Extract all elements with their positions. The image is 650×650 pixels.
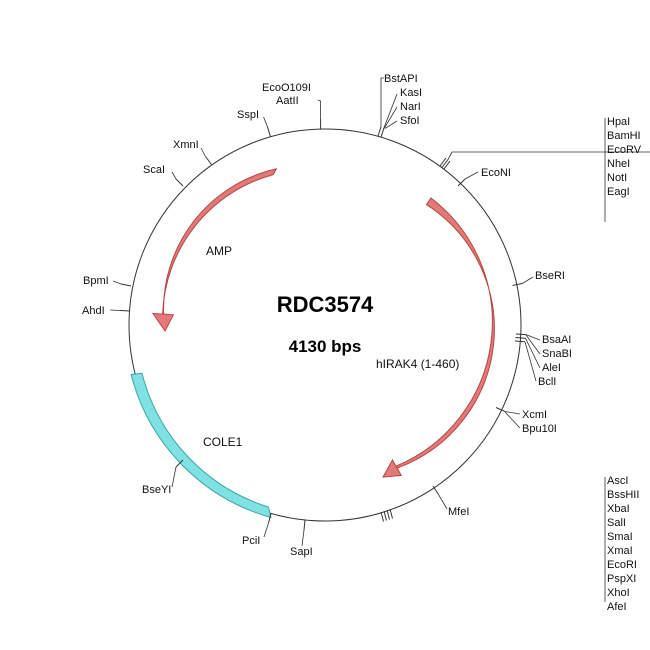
site-sali: SalI: [607, 517, 626, 529]
site-smai: SmaI: [607, 531, 633, 543]
site-aatii: AatII: [276, 95, 299, 107]
tick-scai: [175, 178, 184, 187]
site-hpai: HpaI: [607, 116, 630, 128]
site-econi: EcoNI: [481, 167, 511, 179]
hirak4-arrow: [382, 197, 495, 478]
lead-sspi: [263, 116, 268, 127]
site-afei: AfeI: [607, 601, 627, 613]
tick-mcs-b2: [383, 510, 387, 521]
site-nari: NarI: [400, 101, 421, 113]
site-bpu10i: Bpu10I: [522, 423, 557, 435]
site-sapi: SapI: [290, 546, 313, 558]
lead-snabi: [525, 334, 541, 355]
lead-xmni: [200, 147, 206, 157]
site-mfei: MfeI: [448, 506, 469, 518]
amp-label: AMP: [206, 244, 232, 258]
site-pspxi: PspXI: [607, 573, 636, 585]
tick-ahdi: [119, 310, 131, 312]
lead-bpu10i: [504, 411, 521, 429]
lead-mcs-top: [447, 151, 650, 160]
site-pcii: PciI: [242, 535, 260, 547]
lead-mfei: [438, 494, 448, 510]
site-sfoi: SfoI: [400, 115, 420, 127]
site-eagi: EagI: [607, 186, 630, 198]
tick-mcs-b4: [389, 508, 393, 519]
site-bsshii: BssHII: [607, 489, 639, 501]
site-ahdi: AhdI: [82, 305, 105, 317]
site-xcmi: XcmI: [522, 409, 547, 421]
tick-xcmi: [495, 407, 506, 412]
plasmid-backbone: [128, 128, 522, 522]
site-asci: AscI: [607, 475, 628, 487]
tick-xmni: [205, 156, 212, 165]
lead-ahdi: [109, 309, 121, 311]
tick-bseyi: [175, 459, 184, 468]
site-nhei: NheI: [607, 158, 630, 170]
site-xhoi: XhoI: [607, 587, 630, 599]
site-bcli: BclI: [538, 376, 556, 388]
tick-bpmi: [120, 283, 132, 287]
tick-sapi: [303, 519, 306, 531]
lead-sfoi: [384, 120, 398, 129]
site-ecori: EcoRI: [607, 559, 637, 571]
site-ecorv: EcoRV: [607, 144, 642, 156]
lead-econi: [464, 171, 479, 180]
lead-alei: [525, 338, 541, 369]
plasmid-size: 4130 bps: [289, 337, 362, 356]
site-bstapi: BstAPI: [384, 73, 418, 85]
tick-alei: [515, 337, 526, 339]
cole1-region: [130, 372, 272, 519]
lead-bseyi: [171, 466, 177, 488]
tick-bstapi: [377, 126, 382, 137]
tick-kasi: [380, 127, 385, 138]
lead-sapi: [301, 529, 305, 547]
site-kasi: KasI: [400, 87, 422, 99]
lead-bcli: [524, 341, 537, 382]
tick-bcli: [514, 340, 526, 343]
lead-kasi: [383, 93, 398, 128]
lead-bpmi: [112, 280, 122, 285]
site-bsaai: BsaAI: [542, 334, 571, 346]
site-sspi: SspI: [237, 109, 259, 121]
site-bamhi: BamHI: [607, 130, 641, 142]
site-ecoo109i: EcoO109I: [262, 82, 311, 94]
site-snabi: SnaBI: [542, 348, 572, 360]
tick-mcs-1: [439, 157, 447, 167]
lead-bsaai: [525, 334, 541, 341]
tick-bsaai: [515, 333, 527, 336]
tick-mfei: [432, 485, 439, 495]
lead-pcii: [263, 522, 269, 538]
site-bpmi: BpmI: [83, 275, 109, 287]
tick-mcs-2: [441, 159, 449, 168]
tick-mcs-b1: [380, 511, 384, 522]
site-xmai: XmaI: [607, 545, 633, 557]
lead-bstapi: [380, 77, 384, 127]
site-scai: ScaI: [143, 164, 165, 176]
site-alei: AleI: [542, 362, 561, 374]
lead-aatii: [317, 99, 322, 119]
site-xmni: XmnI: [173, 139, 199, 151]
tick-sspi: [266, 126, 271, 137]
cole1-label: COLE1: [203, 435, 243, 449]
site-xbai: XbaI: [607, 503, 630, 515]
tick-bseri: [512, 283, 523, 286]
tick-mcs-b3: [386, 509, 390, 520]
tick-mcs-3: [443, 160, 451, 170]
site-noti: NotI: [607, 172, 627, 184]
site-bseyi: BseYI: [142, 484, 171, 496]
hirak4-label: hIRAK4 (1-460): [376, 357, 459, 371]
tick-econi: [457, 178, 466, 187]
lead-scai: [171, 171, 177, 180]
tick-pcii: [268, 513, 272, 524]
lead-bseri: [522, 276, 534, 284]
site-bseri: BseRI: [535, 270, 565, 282]
amp-arrow: [152, 168, 278, 332]
lead-xcmi: [504, 411, 521, 415]
plasmid-name: RDC3574: [277, 292, 374, 317]
lead-nari: [384, 106, 398, 129]
